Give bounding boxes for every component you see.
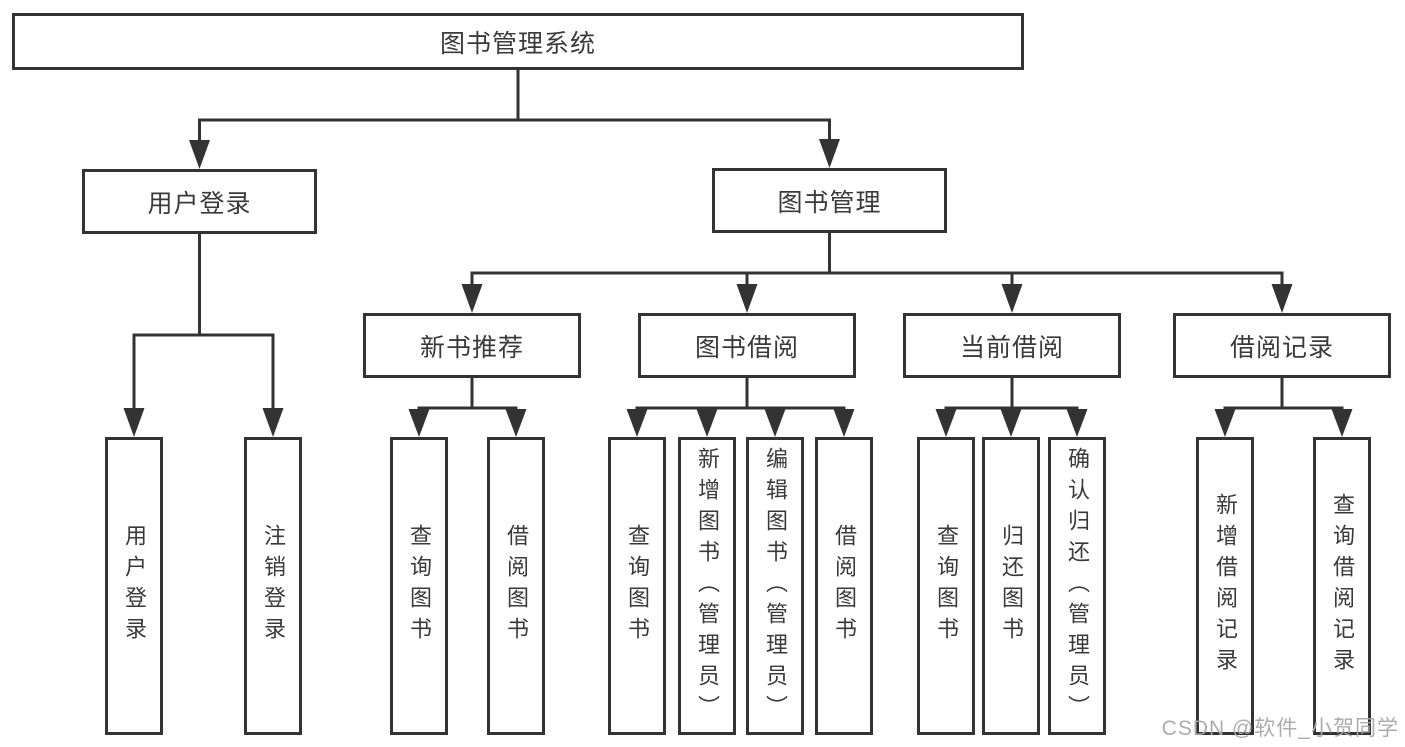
node-new-book-recommend-label: 新书推荐 [419,333,524,362]
node-current-borrow-label: 当前借阅 [959,333,1064,362]
node-user-login-label: 用户登录 [147,189,252,218]
leaf-user-login-label: 用户登录 [122,524,147,648]
leaf-add-book-admin: 新增图书（管理员） [678,437,736,735]
connector-new-book-group [408,376,527,437]
node-book-management: 图书管理 [712,168,947,233]
leaf-add-book-admin-label: 新增图书（管理员） [695,446,720,726]
node-book-management-label: 图书管理 [777,188,882,217]
leaf-confirm-return-admin: 确认归还（管理员） [1048,437,1106,735]
leaf-borrow-books-2-label: 借阅图书 [832,524,857,648]
leaf-query-books-1-label: 查询图书 [407,524,432,648]
node-book-borrow-label: 图书借阅 [694,333,799,362]
connector-book-management-to-level3 [461,231,1293,313]
leaf-borrow-books-1: 借阅图书 [487,437,545,735]
leaf-borrow-books-1-label: 借阅图书 [504,524,529,648]
node-book-borrow: 图书借阅 [638,313,856,378]
leaf-query-books-2: 查询图书 [608,437,666,735]
leaf-user-login: 用户登录 [105,437,163,735]
leaf-logout: 注销登录 [244,437,302,735]
connector-current-borrow-group [935,376,1088,437]
leaf-add-borrow-record-label: 新增借阅记录 [1213,493,1238,679]
leaf-query-books-2-label: 查询图书 [625,524,650,648]
connector-borrow-record-group [1214,376,1353,437]
leaf-borrow-books-2: 借阅图书 [815,437,873,735]
connector-user-login-group [123,232,284,437]
leaf-return-book: 归还图书 [982,437,1040,735]
leaf-logout-label: 注销登录 [261,524,286,648]
node-library-system: 图书管理系统 [12,13,1024,70]
node-library-system-label: 图书管理系统 [439,29,596,58]
leaf-return-book-label: 归还图书 [999,524,1024,648]
leaf-query-borrow-record: 查询借阅记录 [1313,437,1371,735]
node-new-book-recommend: 新书推荐 [363,313,581,378]
leaf-query-borrow-record-label: 查询借阅记录 [1330,493,1355,679]
node-borrow-record: 借阅记录 [1173,313,1391,378]
watermark-text: CSDN @软件_小贺同学 [1161,717,1399,740]
leaf-query-books-3: 查询图书 [917,437,975,735]
leaf-edit-book-admin-label: 编辑图书（管理员） [763,446,788,726]
node-user-login: 用户登录 [82,169,317,234]
node-current-borrow: 当前借阅 [903,313,1121,378]
node-borrow-record-label: 借阅记录 [1229,333,1334,362]
leaf-edit-book-admin: 编辑图书（管理员） [746,437,804,735]
connector-root-to-level2 [189,68,840,169]
leaf-add-borrow-record: 新增借阅记录 [1196,437,1254,735]
connector-book-borrow-group [626,376,855,437]
leaf-query-books-3-label: 查询图书 [934,524,959,648]
leaf-confirm-return-admin-label: 确认归还（管理员） [1065,446,1090,726]
leaf-query-books-1: 查询图书 [390,437,448,735]
